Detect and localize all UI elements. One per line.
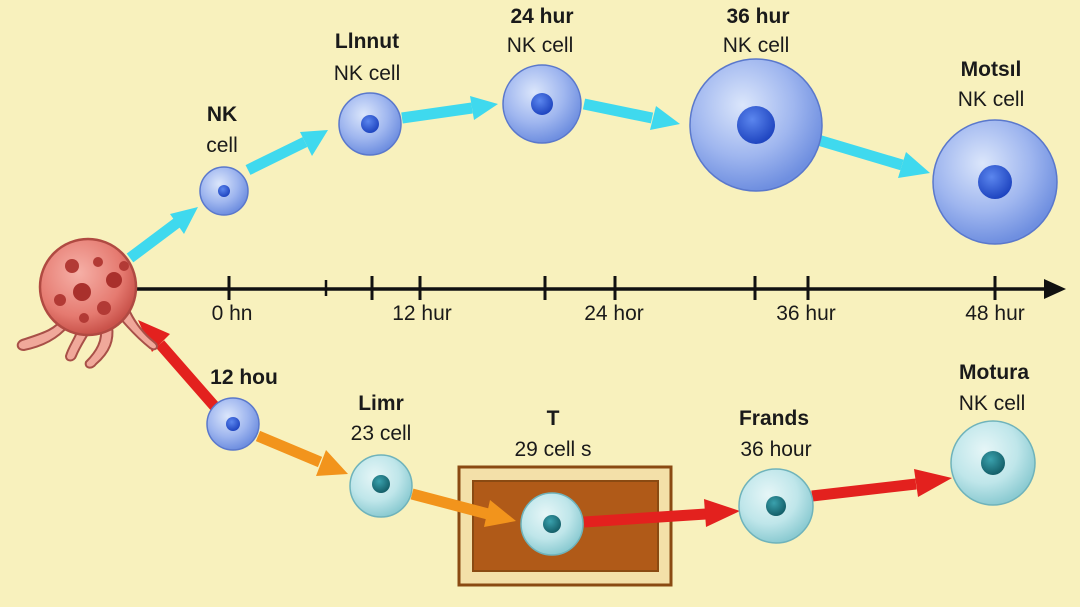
nk-label-2-title: Llnnut bbox=[335, 30, 399, 53]
target-cell-granule bbox=[93, 257, 103, 267]
target-cell-granule bbox=[65, 259, 79, 273]
target-cell-granule bbox=[119, 261, 129, 271]
nk-label-2-subtitle: NK cell bbox=[334, 62, 401, 85]
t-arrow-2 bbox=[410, 488, 490, 520]
t-arrow-2-head bbox=[484, 500, 516, 527]
t-label-3-title: T bbox=[547, 407, 560, 430]
t-cell-4 bbox=[738, 468, 814, 544]
nk-arrow-1-head bbox=[170, 207, 198, 234]
t-arrow-4 bbox=[811, 478, 917, 502]
nk-label-5-subtitle: NK cell bbox=[958, 88, 1025, 111]
nk-cell-5 bbox=[932, 119, 1058, 245]
nk-label-3-title: 24 hur bbox=[510, 5, 573, 28]
tick-label-12: 12 hur bbox=[392, 302, 452, 325]
t-arrow-4-head bbox=[914, 469, 952, 497]
t-label-2-subtitle: 23 cell bbox=[351, 422, 412, 445]
t-label-4-title: Frands bbox=[739, 407, 809, 430]
nk-cell-nucleus bbox=[978, 165, 1012, 199]
target-cell-tendril bbox=[16, 316, 70, 352]
t-arrow-3 bbox=[583, 508, 707, 528]
t-arrow-back-head bbox=[138, 320, 170, 352]
t-labels: 12 hou Limr 23 cell T 29 cell s Frands 3… bbox=[210, 361, 1029, 461]
nk-arrow-2-head bbox=[300, 130, 328, 156]
target-cell-tendril bbox=[118, 310, 158, 351]
t-cell-nucleus bbox=[981, 451, 1005, 475]
nk-label-1-title: NK bbox=[207, 103, 237, 126]
nk-cell-nucleus bbox=[218, 185, 230, 197]
nk-arrow-3-head bbox=[470, 96, 498, 120]
t-cell-nucleus bbox=[372, 475, 390, 493]
nk-arrow-3 bbox=[401, 102, 473, 124]
t-cell-nucleus bbox=[766, 496, 786, 516]
nk-label-4-title: 36 hur bbox=[726, 5, 789, 28]
t-cell-nucleus bbox=[543, 515, 561, 533]
t-arrow-back bbox=[155, 340, 221, 412]
nk-cell-nucleus bbox=[361, 115, 379, 133]
nk-cell-4 bbox=[689, 58, 823, 192]
nk-label-1-subtitle: cell bbox=[206, 134, 238, 157]
target-cell-granule bbox=[106, 272, 122, 288]
t-cell-5 bbox=[950, 420, 1036, 506]
target-cell-granule bbox=[79, 313, 89, 323]
nk-cell-nucleus bbox=[737, 106, 775, 144]
target-cell-granule bbox=[97, 301, 111, 315]
nk-arrow-4 bbox=[582, 98, 654, 124]
target-cell-tendril bbox=[64, 329, 92, 362]
target-cell-granule bbox=[54, 294, 66, 306]
axis-arrowhead bbox=[1044, 279, 1066, 299]
t-label-5-subtitle: NK cell bbox=[959, 392, 1026, 415]
t-label-5-title: Motura bbox=[959, 361, 1029, 384]
t-label-2-title: Limr bbox=[358, 392, 404, 415]
t-arrow-3-head bbox=[704, 499, 740, 527]
t-cell-3 bbox=[520, 492, 584, 556]
target-cell bbox=[16, 237, 158, 369]
nk-arrow-4-head bbox=[650, 106, 680, 130]
t-cell-2 bbox=[349, 454, 413, 518]
target-cell-granule bbox=[73, 283, 91, 301]
tick-label-36: 36 hur bbox=[776, 302, 836, 325]
nk-label-4-subtitle: NK cell bbox=[723, 34, 790, 57]
tick-label-0: 0 hn bbox=[212, 302, 253, 325]
nk-cell-nucleus bbox=[531, 93, 553, 115]
target-cell-tendril bbox=[84, 325, 114, 369]
t-label-1-title: 12 hou bbox=[210, 366, 278, 389]
nk-cell-2 bbox=[338, 92, 402, 156]
t-cell-nucleus bbox=[226, 417, 240, 431]
nk-arrow-2 bbox=[245, 137, 308, 175]
tick-label-48: 48 hur bbox=[965, 302, 1025, 325]
nk-label-5-title: Motsıl bbox=[961, 58, 1022, 81]
nk-label-3-subtitle: NK cell bbox=[507, 34, 574, 57]
nk-labels: NK cell Llnnut NK cell 24 hur NK cell 36… bbox=[206, 5, 1024, 157]
nk-arrow-5-head bbox=[898, 152, 930, 178]
nk-cell-3 bbox=[502, 64, 582, 144]
t-arrow-1 bbox=[255, 430, 323, 468]
t-arrow-1-head bbox=[316, 450, 348, 476]
nk-arrow-5 bbox=[816, 134, 904, 171]
nk-arrows bbox=[126, 96, 930, 263]
t-label-3-subtitle: 29 cell s bbox=[514, 438, 591, 461]
tick-label-24: 24 hor bbox=[584, 302, 644, 325]
t-label-4-subtitle: 36 hour bbox=[740, 438, 811, 461]
nk-arrow-1 bbox=[126, 217, 182, 263]
nk-cell-1 bbox=[199, 166, 249, 216]
t-arrows bbox=[138, 320, 952, 528]
timeline-axis: 0 hn 12 hur 24 hor 36 hur 48 hur bbox=[130, 276, 1066, 325]
t-cell-1 bbox=[206, 397, 260, 451]
